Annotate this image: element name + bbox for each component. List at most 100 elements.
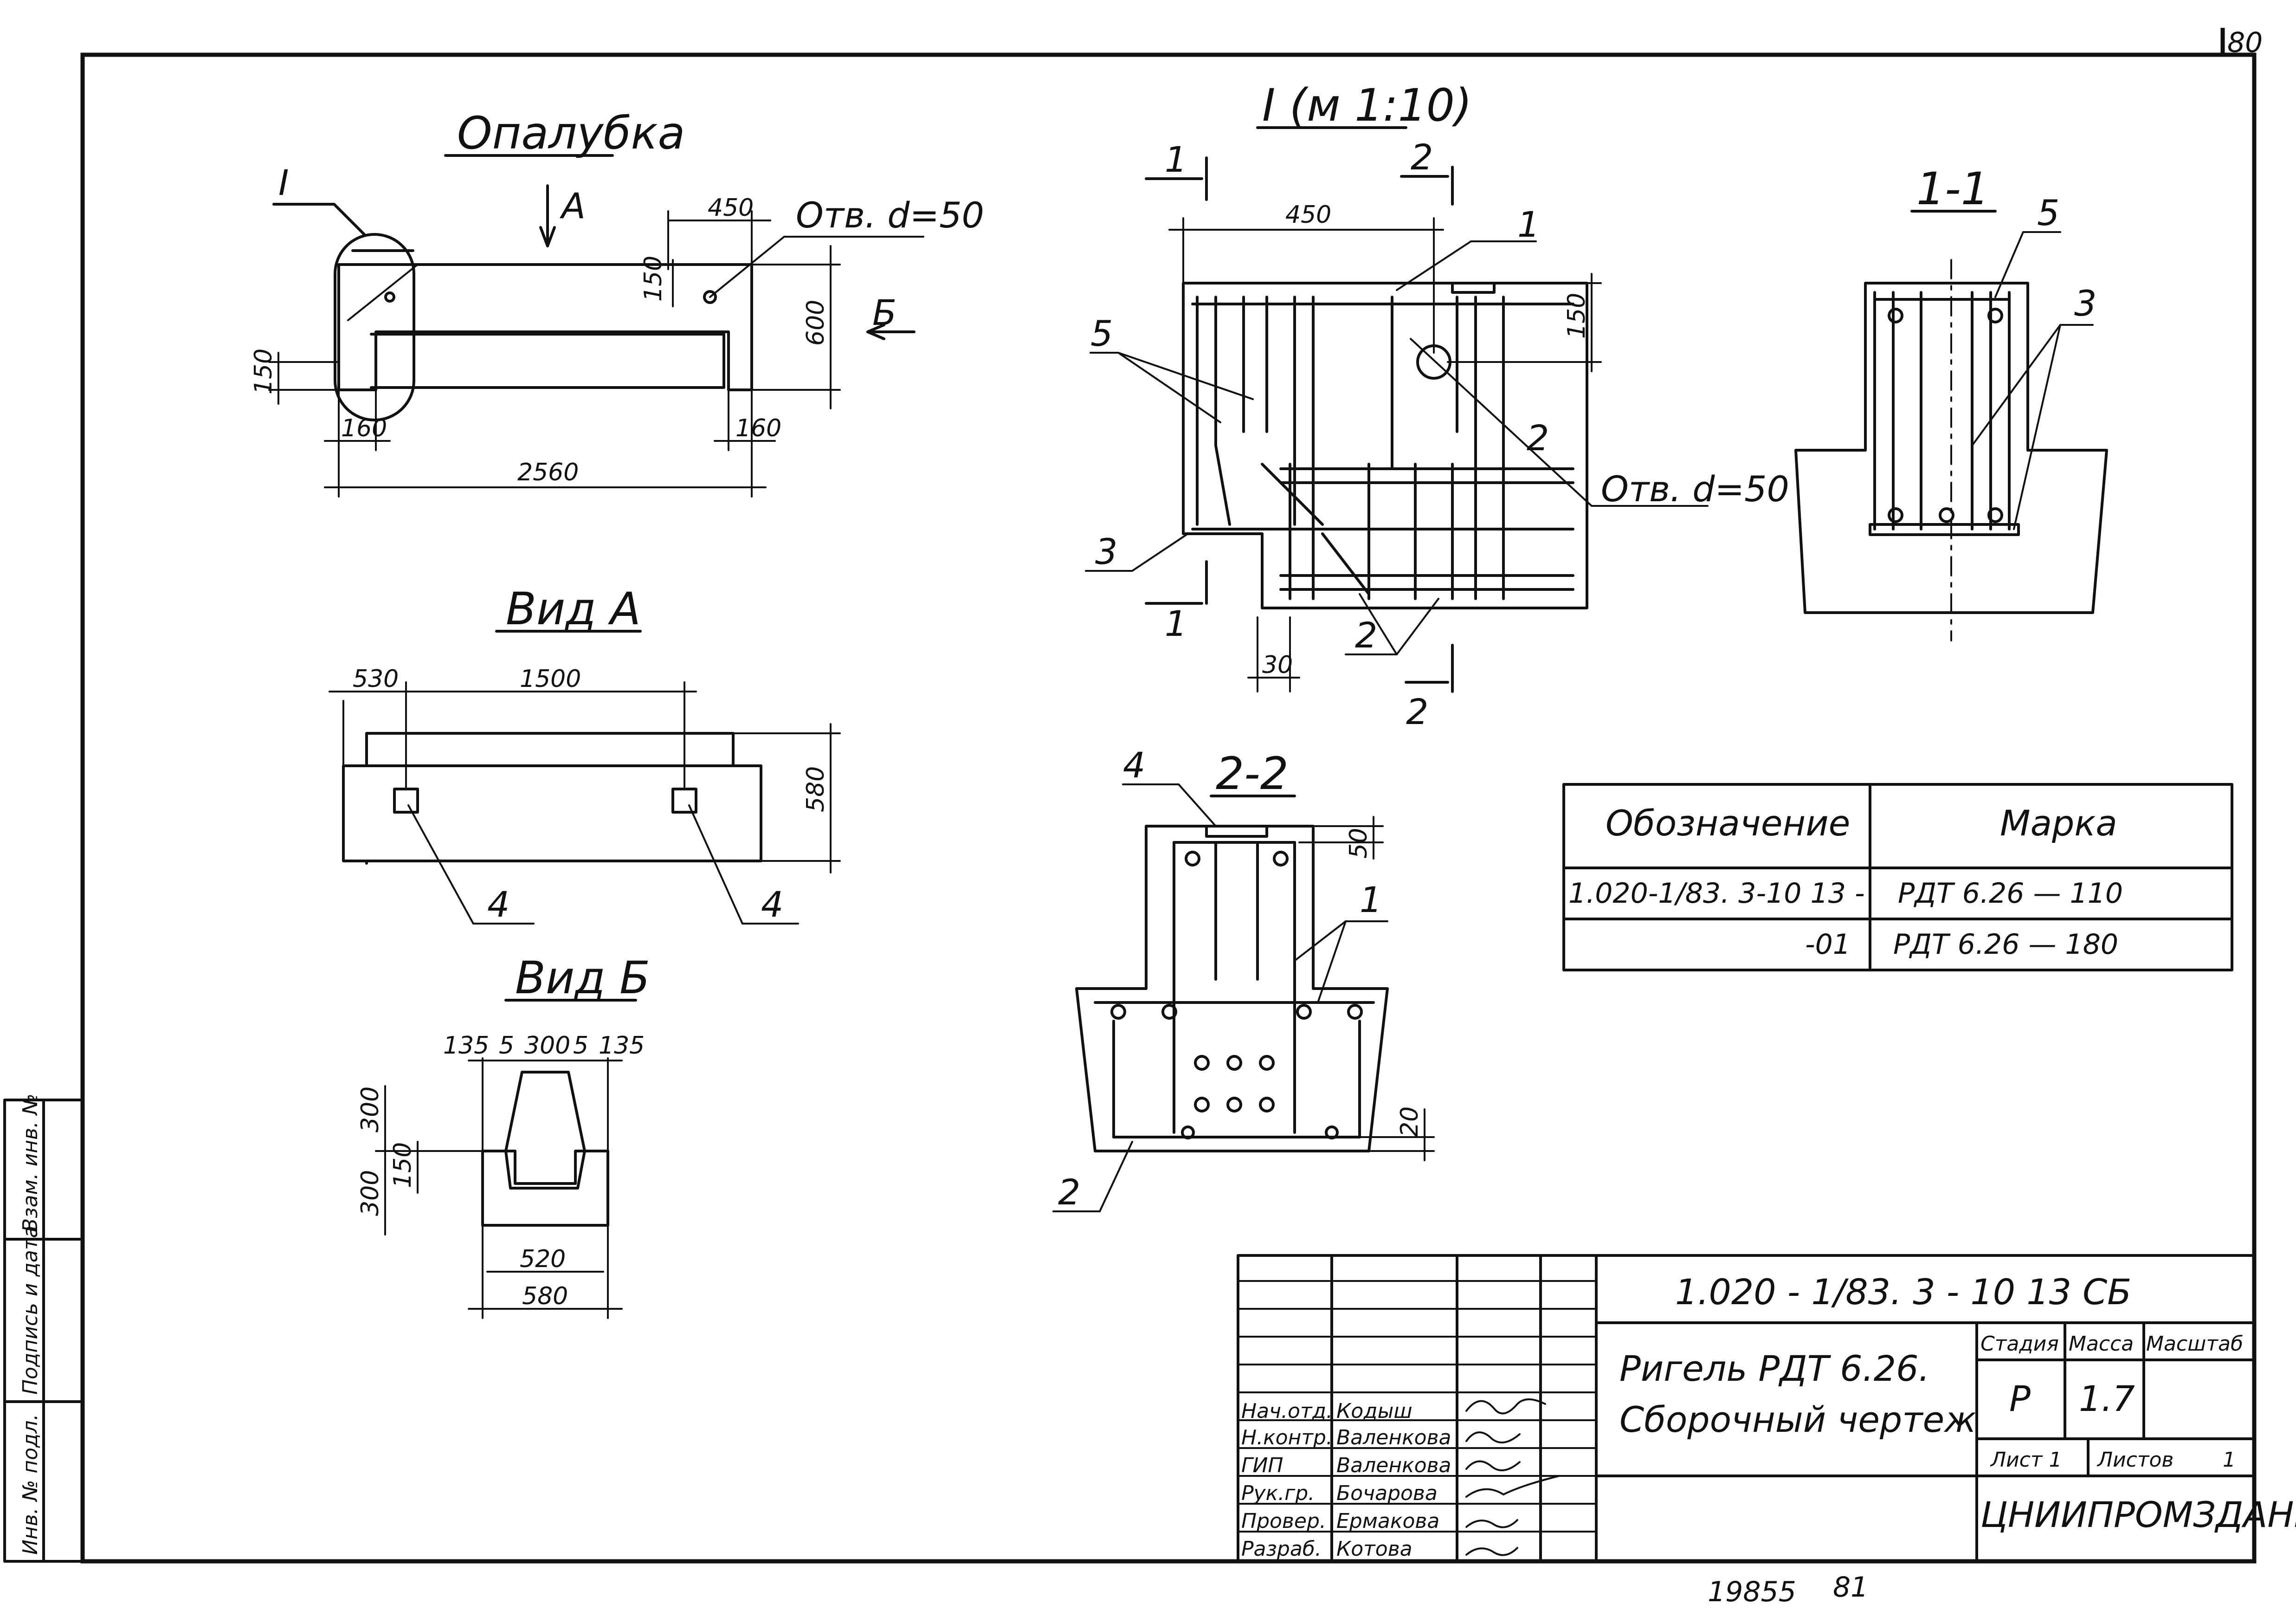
signature-marks (1465, 1398, 1560, 1556)
detail-I-pos-1: 1 (1517, 204, 1540, 245)
detail-I-dim-30: 30 (1262, 651, 1293, 679)
vid-a-dim-580: 580 (802, 766, 830, 812)
title-stage-label: Стадия (1980, 1332, 2059, 1356)
detail-I-dim-150: 150 (1563, 293, 1591, 339)
title-stage-value: Р (2009, 1378, 2031, 1419)
detail-I-title: I (м 1:10) (1262, 79, 1472, 131)
vid-b-dim-300-top: 300 (356, 1087, 384, 1132)
section-2-2-pos-4: 4 (1123, 744, 1145, 786)
vid-b-dim-580: 580 (522, 1282, 568, 1310)
opalubka-dim-2560: 2560 (517, 459, 579, 486)
vid-b-top-dim-0: 135 (443, 1032, 489, 1060)
mark-table-row1-mark: РДТ 6.26 — 180 (1893, 928, 2118, 961)
bottom-number-left: 19855 (1708, 1576, 1796, 1608)
mark-table: Обозначение Марка 1.020-1/83. 3-10 13 - … (1562, 783, 2233, 971)
sig-role-1: Н.контр. (1241, 1426, 1333, 1449)
mark-table-row0-designation: 1.020-1/83. 3-10 13 - (1568, 877, 1865, 910)
title-sheet-label: Лист 1 (1990, 1448, 2062, 1472)
opalubka-dim-450: 450 (708, 194, 754, 222)
opalubka-dim-150-left: 150 (250, 349, 277, 395)
title-scale-label: Масштаб (2146, 1332, 2243, 1356)
opalubka-title: Опалубка (457, 107, 685, 159)
view-opalubka: Опалубка I А Б Отв. d=50 450 150 (250, 107, 984, 498)
section-2-2-dim-20: 20 (1396, 1106, 1424, 1137)
view-section-1-1: 1-1 5 3 (1794, 163, 2108, 641)
opalubka-dim-150-top: 150 (639, 256, 667, 302)
section-2-2-pos-2: 2 (1058, 1171, 1080, 1213)
detail-I-rebar (1191, 282, 1574, 600)
detail-I-pos-2-bottom: 2 (1355, 614, 1377, 656)
detail-I-sec1-bottom: 1 (1165, 603, 1187, 644)
title-name-line2: Сборочный чертеж (1619, 1399, 1976, 1440)
sig-role-3: Рук.гр. (1241, 1481, 1315, 1505)
side-stamp: Инв. № подл. Подпись и дата Взам. инв. № (3, 1093, 84, 1563)
callout-I-label: I (278, 162, 289, 203)
section-2-2-dim-50: 50 (1345, 828, 1373, 859)
vid-a-dim-1500: 1500 (520, 665, 581, 693)
sig-name-5: Котова (1336, 1537, 1412, 1561)
bottom-number-right: 81 (1833, 1571, 1868, 1604)
view-section-2-2: 2-2 4 1 2 (1052, 744, 1435, 1213)
title-doc-code: 1.020 - 1/83. 3 - 10 13 СБ (1675, 1271, 2131, 1313)
sig-role-2: ГИП (1241, 1454, 1283, 1477)
detail-I-pos-5: 5 (1090, 313, 1113, 354)
sig-role-5: Разраб. (1241, 1537, 1322, 1561)
sheet-frame (80, 52, 2257, 1564)
arrow-B-label: Б (872, 292, 896, 333)
vid-b-title: Вид Б (515, 952, 650, 1004)
mark-table-header-designation: Обозначение (1606, 802, 1850, 844)
vid-b-dim-300-bottom: 300 (356, 1170, 384, 1216)
title-mass-value: 1.7 (2079, 1378, 2135, 1419)
detail-I-pos-2-right: 2 (1527, 417, 1549, 459)
view-detail-I: I (м 1:10) (1085, 79, 1789, 732)
vid-b-top-dim-3: 5 (573, 1032, 588, 1060)
view-vid-b: Вид Б 135 5 300 5 135 300 300 150 520 58… (356, 952, 650, 1319)
arrow-A-label: А (559, 185, 586, 226)
section-1-1-title: 1-1 (1916, 163, 1989, 215)
detail-I-sec2-bottom: 2 (1406, 691, 1428, 732)
sig-name-1: Валенкова (1336, 1426, 1451, 1449)
mark-table-row1-designation: -01 (1805, 928, 1851, 961)
mark-table-row0-mark: РДТ 6.26 — 110 (1898, 877, 2123, 910)
side-stamp-replace: Взам. инв. № (19, 1093, 42, 1232)
title-organization: ЦНИИПРОМЗДАНИЙ (1980, 1494, 2296, 1535)
title-name-line1: Ригель РДТ 6.26. (1619, 1348, 1930, 1389)
vid-a-pos-right: 4 (761, 884, 783, 925)
sig-name-2: Валенкова (1336, 1454, 1451, 1477)
vid-b-top-dim-1: 5 (499, 1032, 514, 1060)
opalubka-dim-160-right: 160 (735, 414, 781, 442)
title-sheets-label: Листов (2096, 1448, 2173, 1472)
title-sheets-value: 1 (2223, 1448, 2236, 1472)
vid-a-pos-left: 4 (487, 884, 510, 925)
detail-I-pos-3: 3 (1095, 531, 1117, 572)
side-stamp-inv: Инв. № подл. (19, 1414, 42, 1555)
vid-a-title: Вид А (506, 583, 641, 635)
mark-table-header-mark: Марка (2000, 802, 2117, 844)
section-2-2-pos-1: 1 (1360, 879, 1382, 920)
section-1-1-pos-5: 5 (2037, 192, 2059, 233)
callout-circle (334, 233, 415, 421)
opalubka-hole-label: Отв. d=50 (796, 194, 984, 236)
section-2-2-title: 2-2 (1216, 748, 1289, 800)
side-stamp-sign: Подпись и дата (19, 1226, 42, 1395)
sig-name-0: Кодыш (1336, 1399, 1412, 1423)
opalubka-dim-160-left: 160 (341, 414, 387, 442)
detail-I-hole-label: Отв. d=50 (1601, 468, 1789, 510)
title-mass-label: Масса (2069, 1332, 2134, 1356)
detail-I-sec1-top: 1 (1165, 139, 1187, 180)
vid-b-dim-150: 150 (389, 1142, 417, 1188)
detail-I-sec2-top: 2 (1411, 136, 1433, 178)
section-1-1-pos-3: 3 (2074, 283, 2096, 324)
vid-b-top-dim-4: 135 (599, 1032, 645, 1060)
vid-b-dim-520: 520 (520, 1245, 566, 1273)
sig-role-0: Нач.отд. (1241, 1399, 1333, 1423)
opalubka-dim-600: 600 (802, 300, 830, 346)
detail-I-dim-450: 450 (1285, 201, 1331, 229)
vid-a-dim-530: 530 (353, 665, 399, 693)
title-block: Нач.отд. Кодыш Н.контр. Валенкова ГИП Ва… (1237, 1254, 2296, 1563)
sheet-number: 80 (2227, 26, 2263, 59)
sig-name-4: Ермакова (1336, 1509, 1439, 1533)
view-vid-a: Вид А 530 1500 580 4 4 (329, 583, 841, 925)
sig-role-4: Провер. (1241, 1509, 1326, 1533)
